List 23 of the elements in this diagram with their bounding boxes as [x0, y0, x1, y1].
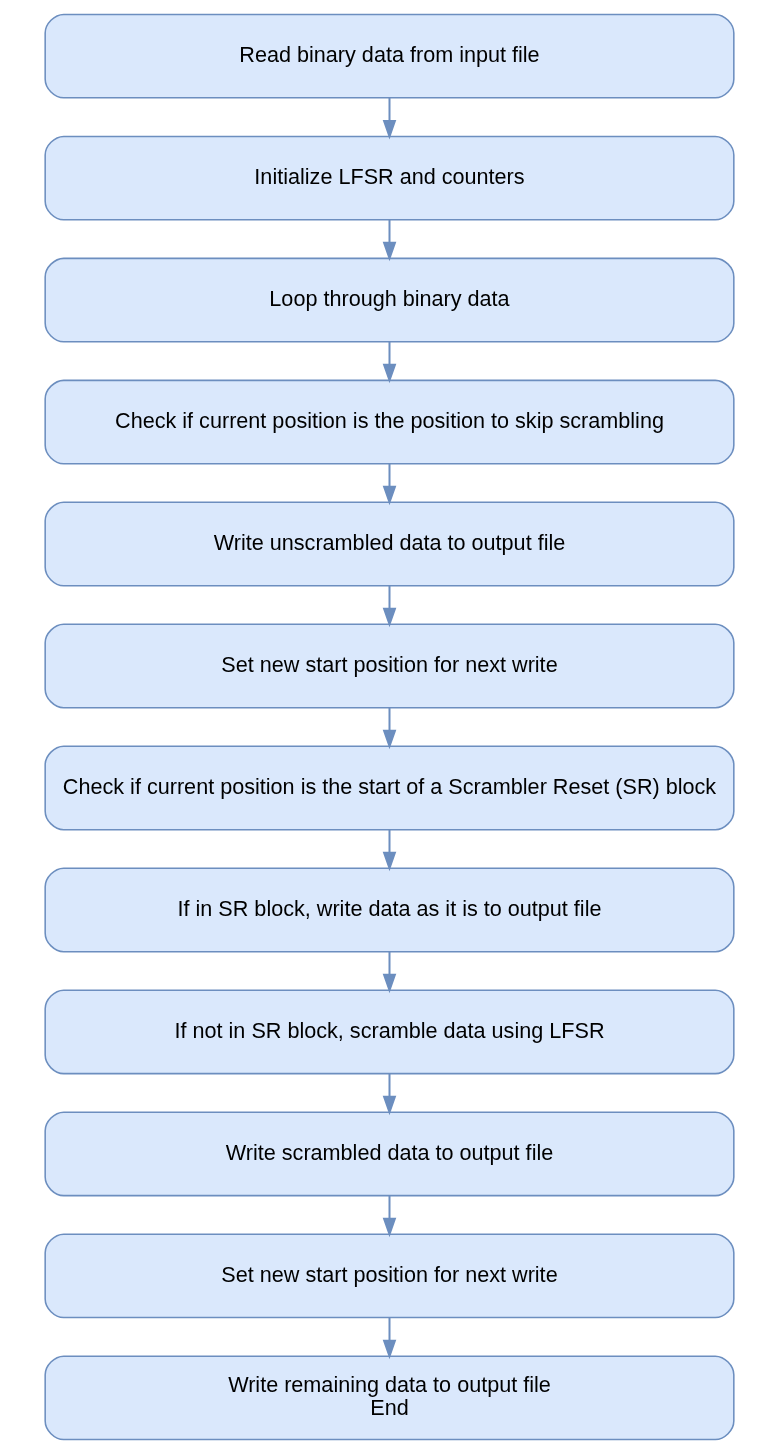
arrow — [382, 1317, 396, 1360]
node-box: If in SR block, write data as it is to output file — [43, 867, 735, 953]
arrow — [382, 707, 396, 750]
node-box: Initialize LFSR and counters — [43, 135, 735, 221]
arrow — [382, 341, 396, 384]
node-box: Check if current position is the position to skip scrambling — [43, 379, 735, 465]
arrow — [382, 219, 396, 262]
node-box: If not in SR block, scramble data using LFSR — [43, 989, 735, 1075]
arrow — [382, 97, 396, 140]
arrow — [382, 1073, 396, 1116]
node-box: Write unscrambled data to output file — [43, 501, 735, 587]
node-box: Write scrambled data to output file — [43, 1111, 735, 1197]
node-box: Set new start position for next write — [43, 1233, 735, 1319]
node-box: Check if current position is the start of a Scrambler Reset (SR) block — [43, 745, 735, 831]
node-box: Loop through binary data — [43, 257, 735, 343]
arrow — [382, 1195, 396, 1238]
arrow — [382, 585, 396, 628]
arrow — [382, 463, 396, 506]
arrow — [382, 829, 396, 872]
node-box: Set new start position for next write — [43, 623, 735, 709]
node-box: Read binary data from input file — [43, 13, 735, 99]
node-box: Write remaining data to output file End — [43, 1355, 735, 1441]
arrow — [382, 951, 396, 994]
